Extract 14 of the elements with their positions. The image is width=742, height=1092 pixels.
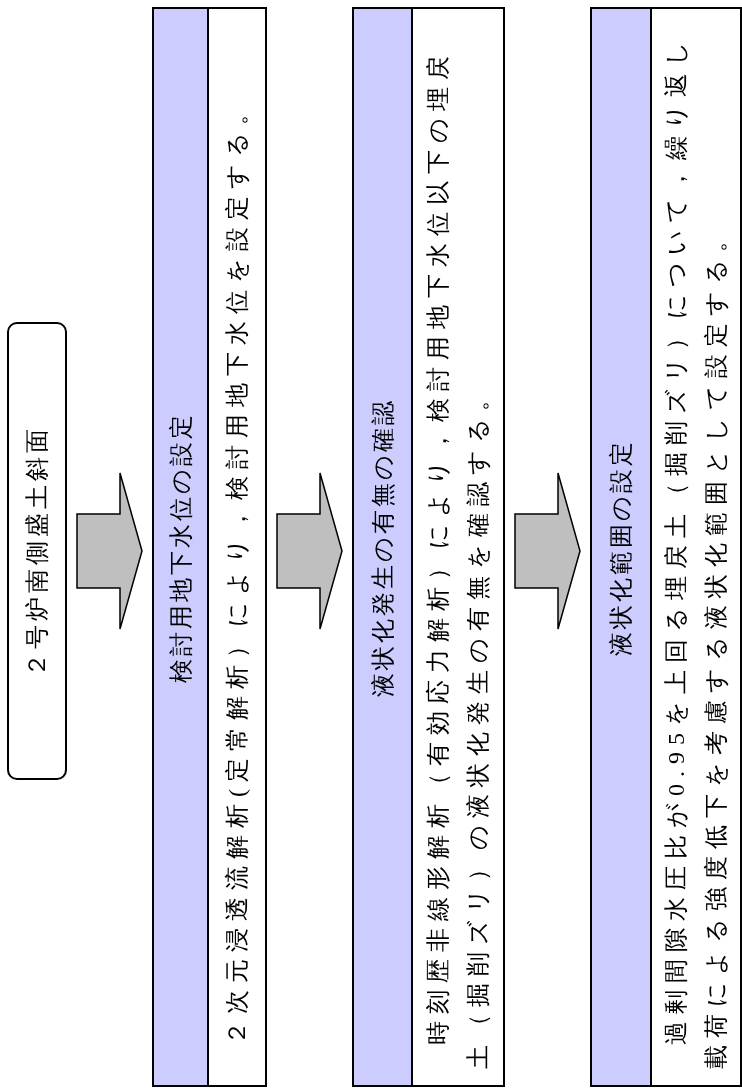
step-description: 過剰間隙水圧比が0.95を上回る埋戻土（掘削ズリ）について，繰り返し載荷による強度低下を考慮する液状化範囲として設定する。	[662, 33, 730, 1069]
block-arrow	[76, 472, 143, 630]
step-heading: 検討用地下水位の設定	[166, 411, 195, 683]
step-panel	[352, 7, 505, 1087]
start-box	[7, 322, 67, 780]
block-arrow	[514, 472, 581, 630]
step-description: 時刻歴非線形解析（有効応力解析）により，検討用地下水位以下の埋戻土（掘削ズリ）の液状化発生の有無を確認する。	[424, 48, 492, 1069]
step-heading: 液状化発生の有無の確認	[368, 397, 397, 697]
step-panel	[152, 7, 267, 1087]
step-panel	[590, 7, 742, 1087]
step-description: ２次元浸透流解析(定常解析）により，検討用地下水位を設定する。	[223, 94, 251, 1047]
block-arrow	[276, 472, 343, 630]
box-label: ２号炉南側盛土斜面	[23, 425, 51, 677]
step-heading: 液状化範囲の設定	[607, 438, 635, 656]
